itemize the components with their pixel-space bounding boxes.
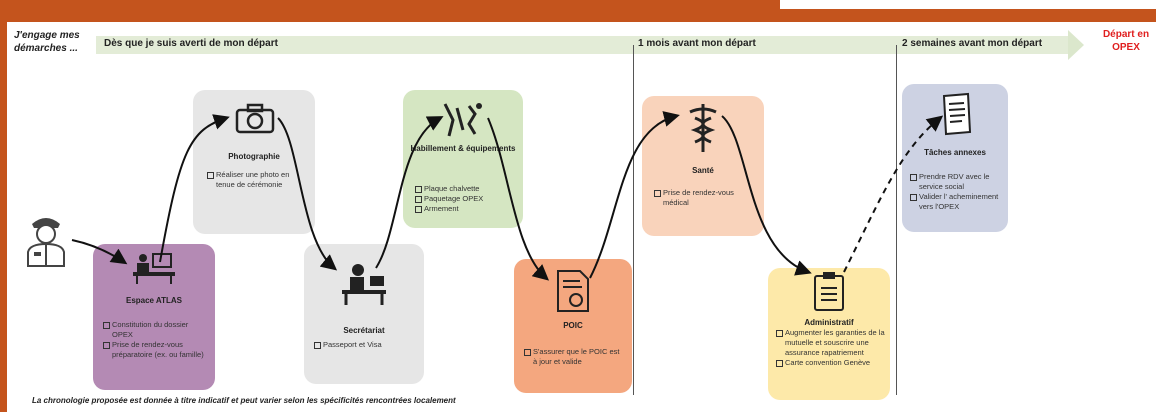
timeline-band — [96, 36, 1068, 54]
step-title: Administratif — [804, 318, 854, 327]
step-card-espace-atlas: Espace ATLAS Constitution du dossier OPE… — [93, 244, 215, 390]
checklist-item: Prendre RDV avec le service social — [910, 172, 1004, 192]
step-card-taches-annexes: Tâches annexes Prendre RDV avec le servi… — [902, 84, 1008, 232]
destination-label: Départ en OPEX — [1102, 29, 1150, 53]
soldier-icon — [27, 218, 65, 267]
phase-label-two-weeks: 2 semaines avant mon départ — [902, 38, 1043, 49]
flow-arrow — [487, 117, 550, 281]
checklist-item: Carte convention Genève — [776, 358, 888, 368]
step-checklist: Constitution du dossier OPEX Prise de re… — [103, 320, 209, 360]
step-checklist: Prendre RDV avec le service social Valid… — [910, 172, 1004, 212]
phase-divider-1 — [633, 45, 634, 395]
top-banner-cutout — [780, 0, 1156, 9]
checklist-item: Augmenter les garanties de la mutuelle e… — [776, 328, 888, 358]
step-checklist: S'assurer que le POIC est à jour et vali… — [524, 347, 624, 367]
secretary-icon — [342, 264, 386, 305]
step-title: Tâches annexes — [924, 148, 986, 157]
step-card-administratif: Administratif Augmenter les garanties de… — [768, 268, 890, 400]
step-card-habillement: Habillement & équipements Plaque chalvet… — [403, 90, 523, 228]
checklist-item: Réaliser une photo en tenue de cérémonie — [207, 170, 307, 190]
checklist-item: Plaque chalvette — [415, 184, 519, 194]
step-checklist: Passeport et Visa — [314, 340, 418, 350]
checklist-item: Paquetage OPEX — [415, 194, 519, 204]
flow-arrow — [589, 111, 680, 279]
clipboard-icon — [814, 272, 844, 311]
step-checklist: Réaliser une photo en tenue de cérémonie — [207, 170, 307, 190]
camera-icon — [235, 103, 275, 134]
phase-divider-2 — [896, 45, 897, 395]
checklist-item: Armement — [415, 204, 519, 214]
step-checklist: Prise de rendez-vous médical — [654, 188, 758, 208]
flow-arrow — [71, 239, 128, 265]
step-title: Habillement & équipements — [410, 144, 516, 153]
step-card-poic: POIC S'assurer que le POIC est à jour et… — [514, 259, 632, 393]
step-title: Espace ATLAS — [125, 296, 182, 305]
checklist-item: Constitution du dossier OPEX — [103, 320, 209, 340]
certificate-icon — [557, 270, 589, 312]
tools-icon — [443, 103, 482, 137]
checklist-item: S'assurer que le POIC est à jour et vali… — [524, 347, 624, 367]
step-title: Photographie — [228, 152, 280, 161]
flow-arrow — [375, 116, 444, 269]
checklist-item: Prise de rendez-vous préparatoire (ex. o… — [103, 340, 209, 360]
phase-label-immediate: Dès que je suis averti de mon départ — [104, 38, 278, 49]
left-banner — [0, 22, 7, 412]
flow-arrow — [277, 117, 338, 271]
intro-label: J'engage mes démarches ... — [14, 30, 80, 54]
footnote: La chronologie proposée est donnée à tit… — [32, 396, 456, 405]
step-title: Santé — [692, 166, 714, 175]
checklist-item: Valider l' acheminement vers l'OPEX — [910, 192, 1004, 212]
step-title: POIC — [563, 321, 583, 330]
flow-arrow — [721, 115, 812, 276]
flow-arrow-dashed — [843, 115, 944, 273]
timeline-arrowhead — [1068, 30, 1084, 60]
document-icon — [942, 92, 972, 136]
checklist-item: Prise de rendez-vous médical — [654, 188, 758, 208]
step-card-sante: Santé Prise de rendez-vous médical — [642, 96, 764, 236]
step-title: Secrétariat — [343, 326, 385, 335]
phase-label-one-month: 1 mois avant mon départ — [638, 38, 756, 49]
flow-arrow — [159, 114, 230, 263]
checklist-item: Passeport et Visa — [314, 340, 418, 350]
step-checklist: Augmenter les garanties de la mutuelle e… — [776, 328, 888, 368]
step-checklist: Plaque chalvette Paquetage OPEX Armement — [415, 184, 519, 214]
caduceus-icon — [689, 104, 717, 152]
